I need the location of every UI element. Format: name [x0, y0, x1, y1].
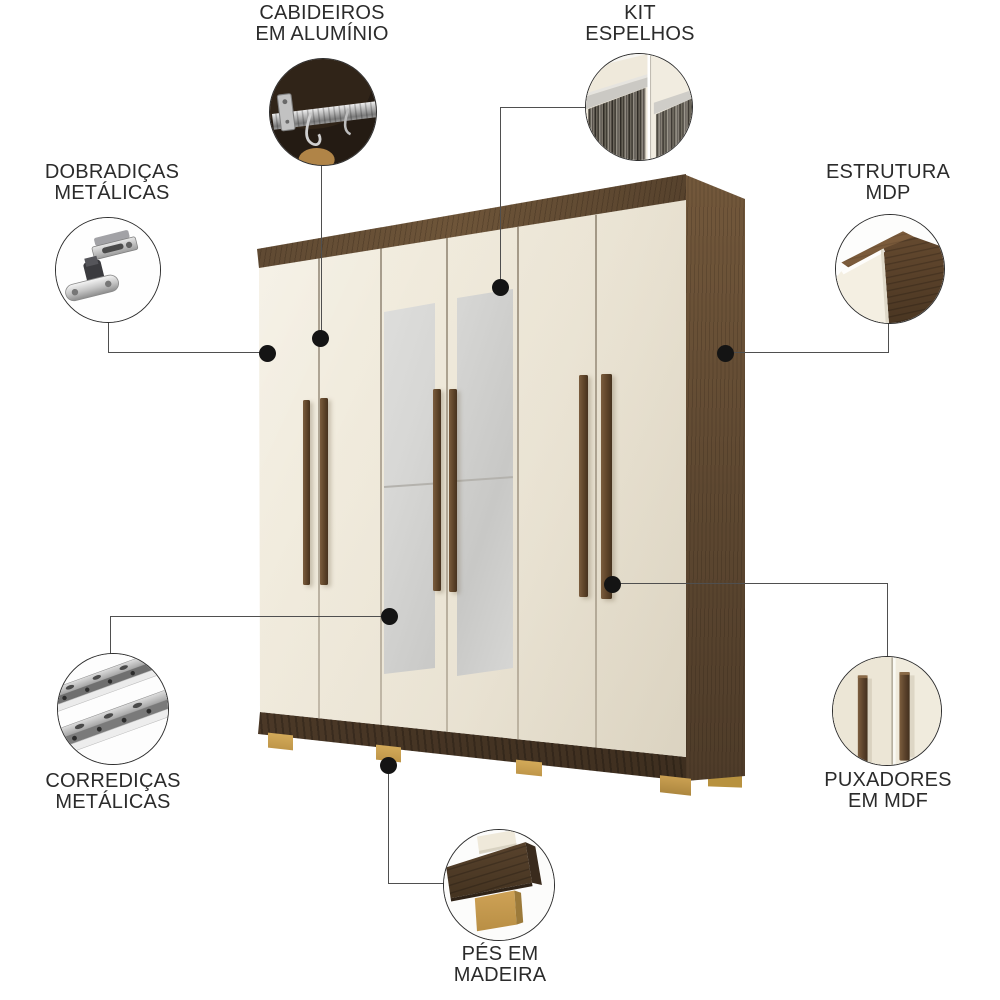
callout-label-kit-espelhos: KIT ESPELHOS [530, 3, 750, 45]
callout-dot [604, 576, 621, 593]
label-line: CABIDEIROS [259, 2, 385, 24]
label-line: MDP [865, 182, 911, 204]
callout-line [321, 166, 323, 338]
callout-line [887, 583, 889, 657]
callout-label-corredicas: CORREDIÇAS METÁLICAS [3, 771, 223, 813]
callout-circle-pes [443, 829, 555, 941]
wardrobe-foot [268, 732, 293, 751]
callout-label-estrutura: ESTRUTURA MDP [778, 162, 998, 204]
callout-label-dobradicas: DOBRADIÇAS METÁLICAS [2, 162, 222, 204]
callout-dot [381, 608, 398, 625]
door-gap [380, 248, 382, 725]
callout-dot [492, 279, 509, 296]
wardrobe-side-panel [686, 175, 745, 781]
door-gap [595, 215, 597, 748]
door-handle [579, 375, 588, 597]
mirror-kit-icon [586, 54, 692, 160]
callout-line [110, 616, 112, 654]
aluminum-hanging-rod-icon [270, 59, 376, 165]
door-gap [517, 227, 519, 739]
callout-line [726, 352, 889, 354]
mdp-board-corner-icon [836, 215, 944, 323]
callout-line [612, 583, 888, 585]
door-gap [318, 258, 320, 718]
callout-line [500, 107, 502, 288]
callout-circle-dobradicas [55, 217, 161, 323]
label-line: DOBRADIÇAS [44, 161, 180, 183]
callout-line [888, 323, 890, 353]
label-line: METÁLICAS [54, 182, 170, 204]
door-handle [433, 389, 441, 591]
door-handle [320, 398, 328, 585]
callout-line [108, 322, 110, 353]
mdf-handles-icon [833, 657, 941, 765]
label-line: METÁLICAS [55, 791, 171, 813]
label-line: PUXADORES [824, 769, 952, 791]
callout-circle-puxadores [832, 656, 942, 766]
door-handle [449, 389, 457, 592]
metal-hinge-icon [56, 218, 160, 322]
callout-dot [717, 345, 734, 362]
callout-label-cabideiros: CABIDEIROS EM ALUMÍNIO [212, 3, 432, 45]
label-line: EM MDF [847, 790, 929, 812]
wardrobe-doors [259, 200, 686, 757]
label-line: PÉS EM [461, 943, 539, 965]
callout-circle-kit-espelhos [585, 53, 693, 161]
label-line: CORREDIÇAS [45, 770, 181, 792]
door-handle [601, 374, 612, 599]
callout-circle-estrutura [835, 214, 945, 324]
mirror-panel [457, 289, 513, 676]
wooden-foot-icon [444, 830, 554, 940]
label-line: ESPELHOS [585, 23, 695, 45]
callout-label-pes: PÉS EM MADEIRA [390, 944, 610, 986]
label-line: MADEIRA [453, 964, 547, 986]
callout-label-puxadores: PUXADORES EM MDF [778, 770, 998, 812]
callout-circle-corredicas [57, 653, 169, 765]
callout-circle-cabideiros [269, 58, 377, 166]
callout-line [110, 616, 390, 618]
callout-dot [259, 345, 276, 362]
wardrobe-foot [660, 775, 691, 796]
callout-line [108, 352, 268, 354]
door-gap [446, 238, 448, 732]
wardrobe [220, 160, 750, 810]
callout-dot [312, 330, 329, 347]
wardrobe-foot [516, 759, 542, 777]
label-line: EM ALUMÍNIO [255, 23, 389, 45]
callout-line [388, 765, 390, 884]
callout-line [500, 107, 585, 109]
door-handle [303, 400, 310, 585]
metal-drawer-slides-icon [58, 654, 168, 764]
callout-dot [380, 757, 397, 774]
label-line: ESTRUTURA [825, 161, 951, 183]
label-line: KIT [624, 2, 656, 24]
callout-line [388, 883, 444, 885]
